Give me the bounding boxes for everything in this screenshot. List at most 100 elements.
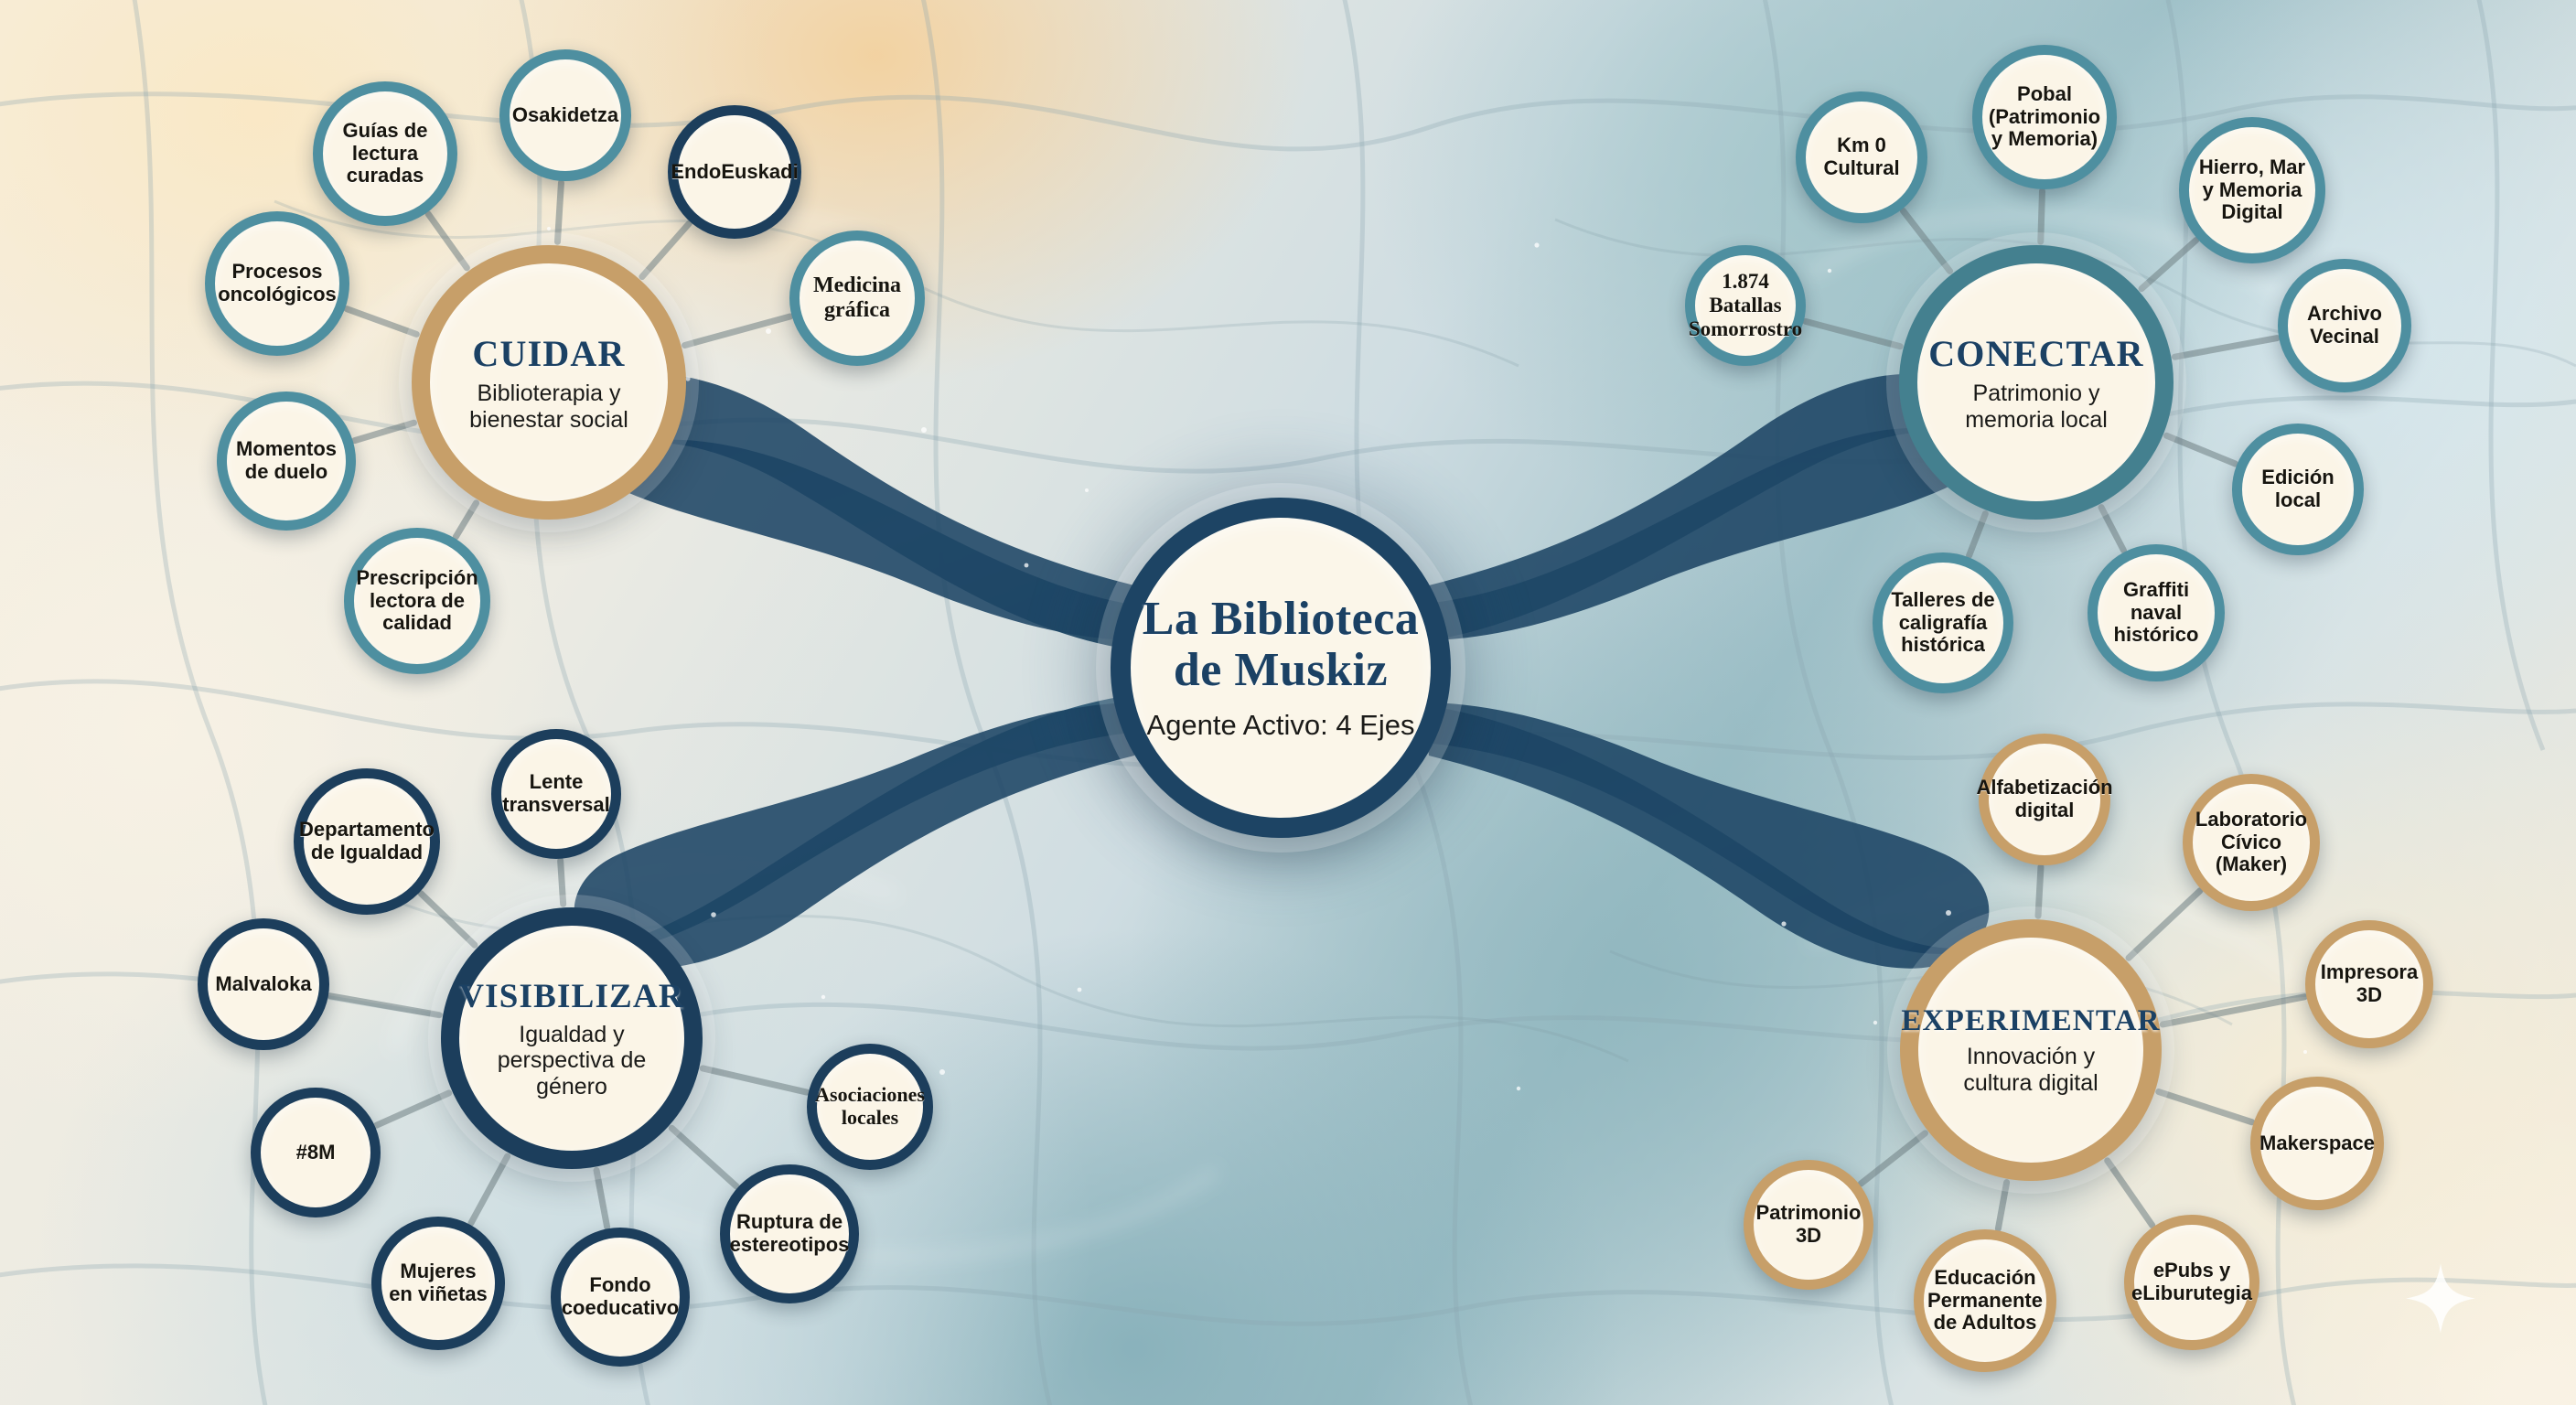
satellite-label-line: Alfabetización: [1976, 776, 2113, 799]
connector-line: [1966, 510, 1989, 559]
branch-subtitle-line: Patrimonio y: [1972, 381, 2100, 406]
satellite-label-line: Medicina: [813, 273, 901, 298]
satellite-label-line: Cívico: [2220, 830, 2282, 853]
satellite-label-line: local: [2274, 488, 2322, 511]
satellite-node[interactable]: Makerspace: [2250, 1077, 2384, 1210]
satellite-label-line: estereotipos: [729, 1233, 850, 1256]
connector-line: [1802, 317, 1904, 350]
connector-line: [2171, 335, 2281, 360]
connector-line: [682, 313, 794, 349]
connector-line: [2104, 1157, 2156, 1229]
branch-title: EXPERIMENTAR: [1901, 1004, 2161, 1037]
satellite-label-line: Somorrostro: [1688, 316, 1803, 340]
satellite-label-line: Hierro, Mar: [2198, 156, 2306, 179]
central-title-line: La Biblioteca: [1142, 593, 1420, 646]
satellite-label-line: Makerspace: [2259, 1131, 2375, 1154]
branch-subtitle-line: memoria local: [1965, 406, 2108, 433]
satellite-label-line: de Adultos: [1933, 1311, 2037, 1335]
satellite-label-line: histórico: [2113, 623, 2199, 647]
connector-line: [2037, 188, 2045, 245]
satellite-label: Malvaloka: [211, 972, 315, 996]
satellite-label-line: Graffiti: [2122, 578, 2190, 602]
satellite-label: Osakidetza: [509, 102, 622, 127]
connector-line: [1994, 1179, 2011, 1232]
satellite-node[interactable]: Osakidetza: [499, 49, 631, 181]
satellite-label-line: Patrimonio: [1755, 1201, 1862, 1225]
connector-line: [417, 890, 478, 949]
satellite-label-line: eLiburutegia: [2131, 1282, 2253, 1304]
satellite-label-line: de duelo: [244, 460, 328, 483]
satellite-label-line: Fondo: [589, 1273, 651, 1297]
connector-line: [343, 306, 420, 338]
satellite-label-line: caligrafía: [1898, 610, 1988, 634]
satellite-label-line: Cultural: [1823, 156, 1900, 179]
satellite-label-line: Impresora: [2320, 960, 2419, 984]
connector-line: [593, 1166, 611, 1230]
connector-line: [2155, 1089, 2256, 1126]
satellite-label-line: naval: [2130, 600, 2183, 624]
satellite-label-line: Edición: [2261, 466, 2334, 489]
satellite-label-line: histórica: [1901, 633, 1985, 657]
connector-line: [424, 210, 470, 272]
connector-line: [2098, 504, 2127, 554]
satellite-node[interactable]: EndoEuskadi: [668, 105, 801, 239]
satellite-label-line: ePubs y: [2152, 1259, 2231, 1282]
satellite-label-line: Permanente: [1927, 1288, 2043, 1312]
central-subtitle: Agente Activo: 4 Ejes: [1146, 708, 1415, 741]
satellite-label-line: Osakidetza: [511, 102, 619, 126]
connector-line: [699, 1065, 810, 1096]
satellite-label-line: gráfica: [824, 298, 890, 322]
branch-subtitle-line: género: [536, 1073, 607, 1099]
satellite-node[interactable]: Malvaloka: [198, 918, 329, 1050]
branch-title: CONECTAR: [1928, 333, 2144, 374]
satellite-node[interactable]: #8M: [251, 1088, 381, 1217]
satellite-label-line: EndoEuskadi: [671, 159, 799, 183]
